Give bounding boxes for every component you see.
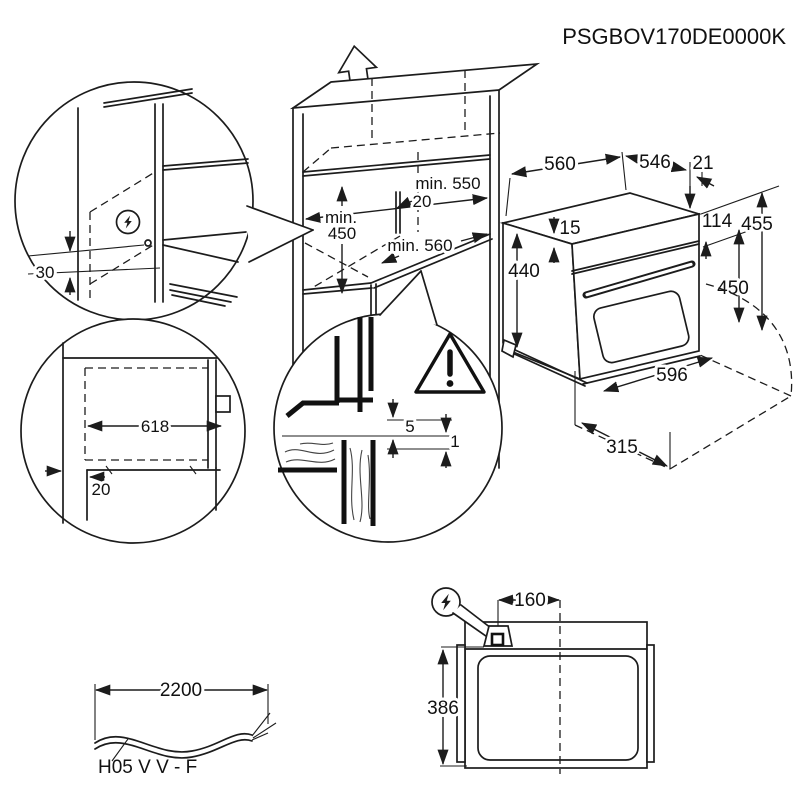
dim-door-open-depth: 315	[606, 437, 638, 458]
dim-door-thickness: 21	[692, 153, 713, 174]
dim-frame-gap: 5	[405, 417, 414, 436]
oven-side-face	[502, 221, 581, 381]
detail-circle-cutout	[20, 318, 246, 544]
detail-front-gap-content: 5 1	[278, 317, 486, 526]
oven-dimensions: 560 546 21 15 440 114 455 450 596 315	[505, 149, 793, 470]
dim-power-offset: 30	[36, 263, 55, 282]
dim-top-recess: 15	[559, 218, 580, 239]
dim-niche-height-value: 450	[328, 224, 356, 243]
connection-hole	[144, 239, 152, 247]
dim-niche-depth: 560	[544, 154, 576, 175]
dim-total-height: 455	[741, 214, 773, 235]
dim-body-depth: 546	[639, 152, 671, 173]
callout-wedge-front-gap	[379, 270, 438, 326]
oven-door-window	[593, 290, 690, 364]
detail-circle-front-gap	[273, 313, 503, 543]
detail-circle-power	[14, 81, 254, 321]
dim-worktop-gap: 1	[450, 432, 459, 451]
dim-cutout-width: 618	[141, 417, 169, 436]
top-view-cavity	[477, 655, 639, 761]
cabinet-dimensions: min. 550 20 min. 450 min. 560	[304, 171, 489, 295]
dim-body-width: 596	[656, 365, 688, 386]
lightning-bolt-icon-top-view	[431, 587, 461, 617]
oven-door-handle	[582, 260, 696, 299]
cabinet-top-face	[289, 62, 541, 110]
oven-drawing	[499, 192, 703, 387]
dim-connection-depth: 386	[427, 698, 459, 719]
lightning-bolt-icon	[115, 209, 141, 235]
dim-front-clearance: 20	[92, 480, 111, 499]
cable-type-label: H05 V V - F	[98, 757, 197, 778]
top-view-drawing: 386 160	[424, 587, 655, 774]
detail-cutout-content: 618 20	[45, 342, 231, 524]
detail-power-content: 30	[27, 88, 249, 307]
dim-body-height: 440	[508, 261, 540, 282]
warning-triangle-icon	[414, 332, 486, 394]
model-code-label: PSGBOV170DE0000K	[562, 24, 786, 49]
dim-niche-depth-top: min. 550	[415, 174, 480, 193]
callout-wedge-power	[246, 205, 314, 263]
mains-cable-drawing: 2200 H05 V V - F	[94, 677, 277, 778]
top-view-right-flange	[646, 644, 655, 763]
dim-rear-gap: 20	[413, 192, 432, 211]
dim-cable-length: 2200	[160, 680, 202, 701]
dim-control-panel-height: 114	[702, 211, 733, 232]
top-view-left-flange	[456, 644, 466, 763]
mounting-bracket	[215, 395, 231, 413]
dim-niche-height-word: min.	[325, 208, 357, 227]
dim-connection-offset: 160	[514, 590, 546, 611]
connection-terminal	[490, 632, 505, 647]
dim-shelf-depth: min. 560	[387, 236, 452, 255]
